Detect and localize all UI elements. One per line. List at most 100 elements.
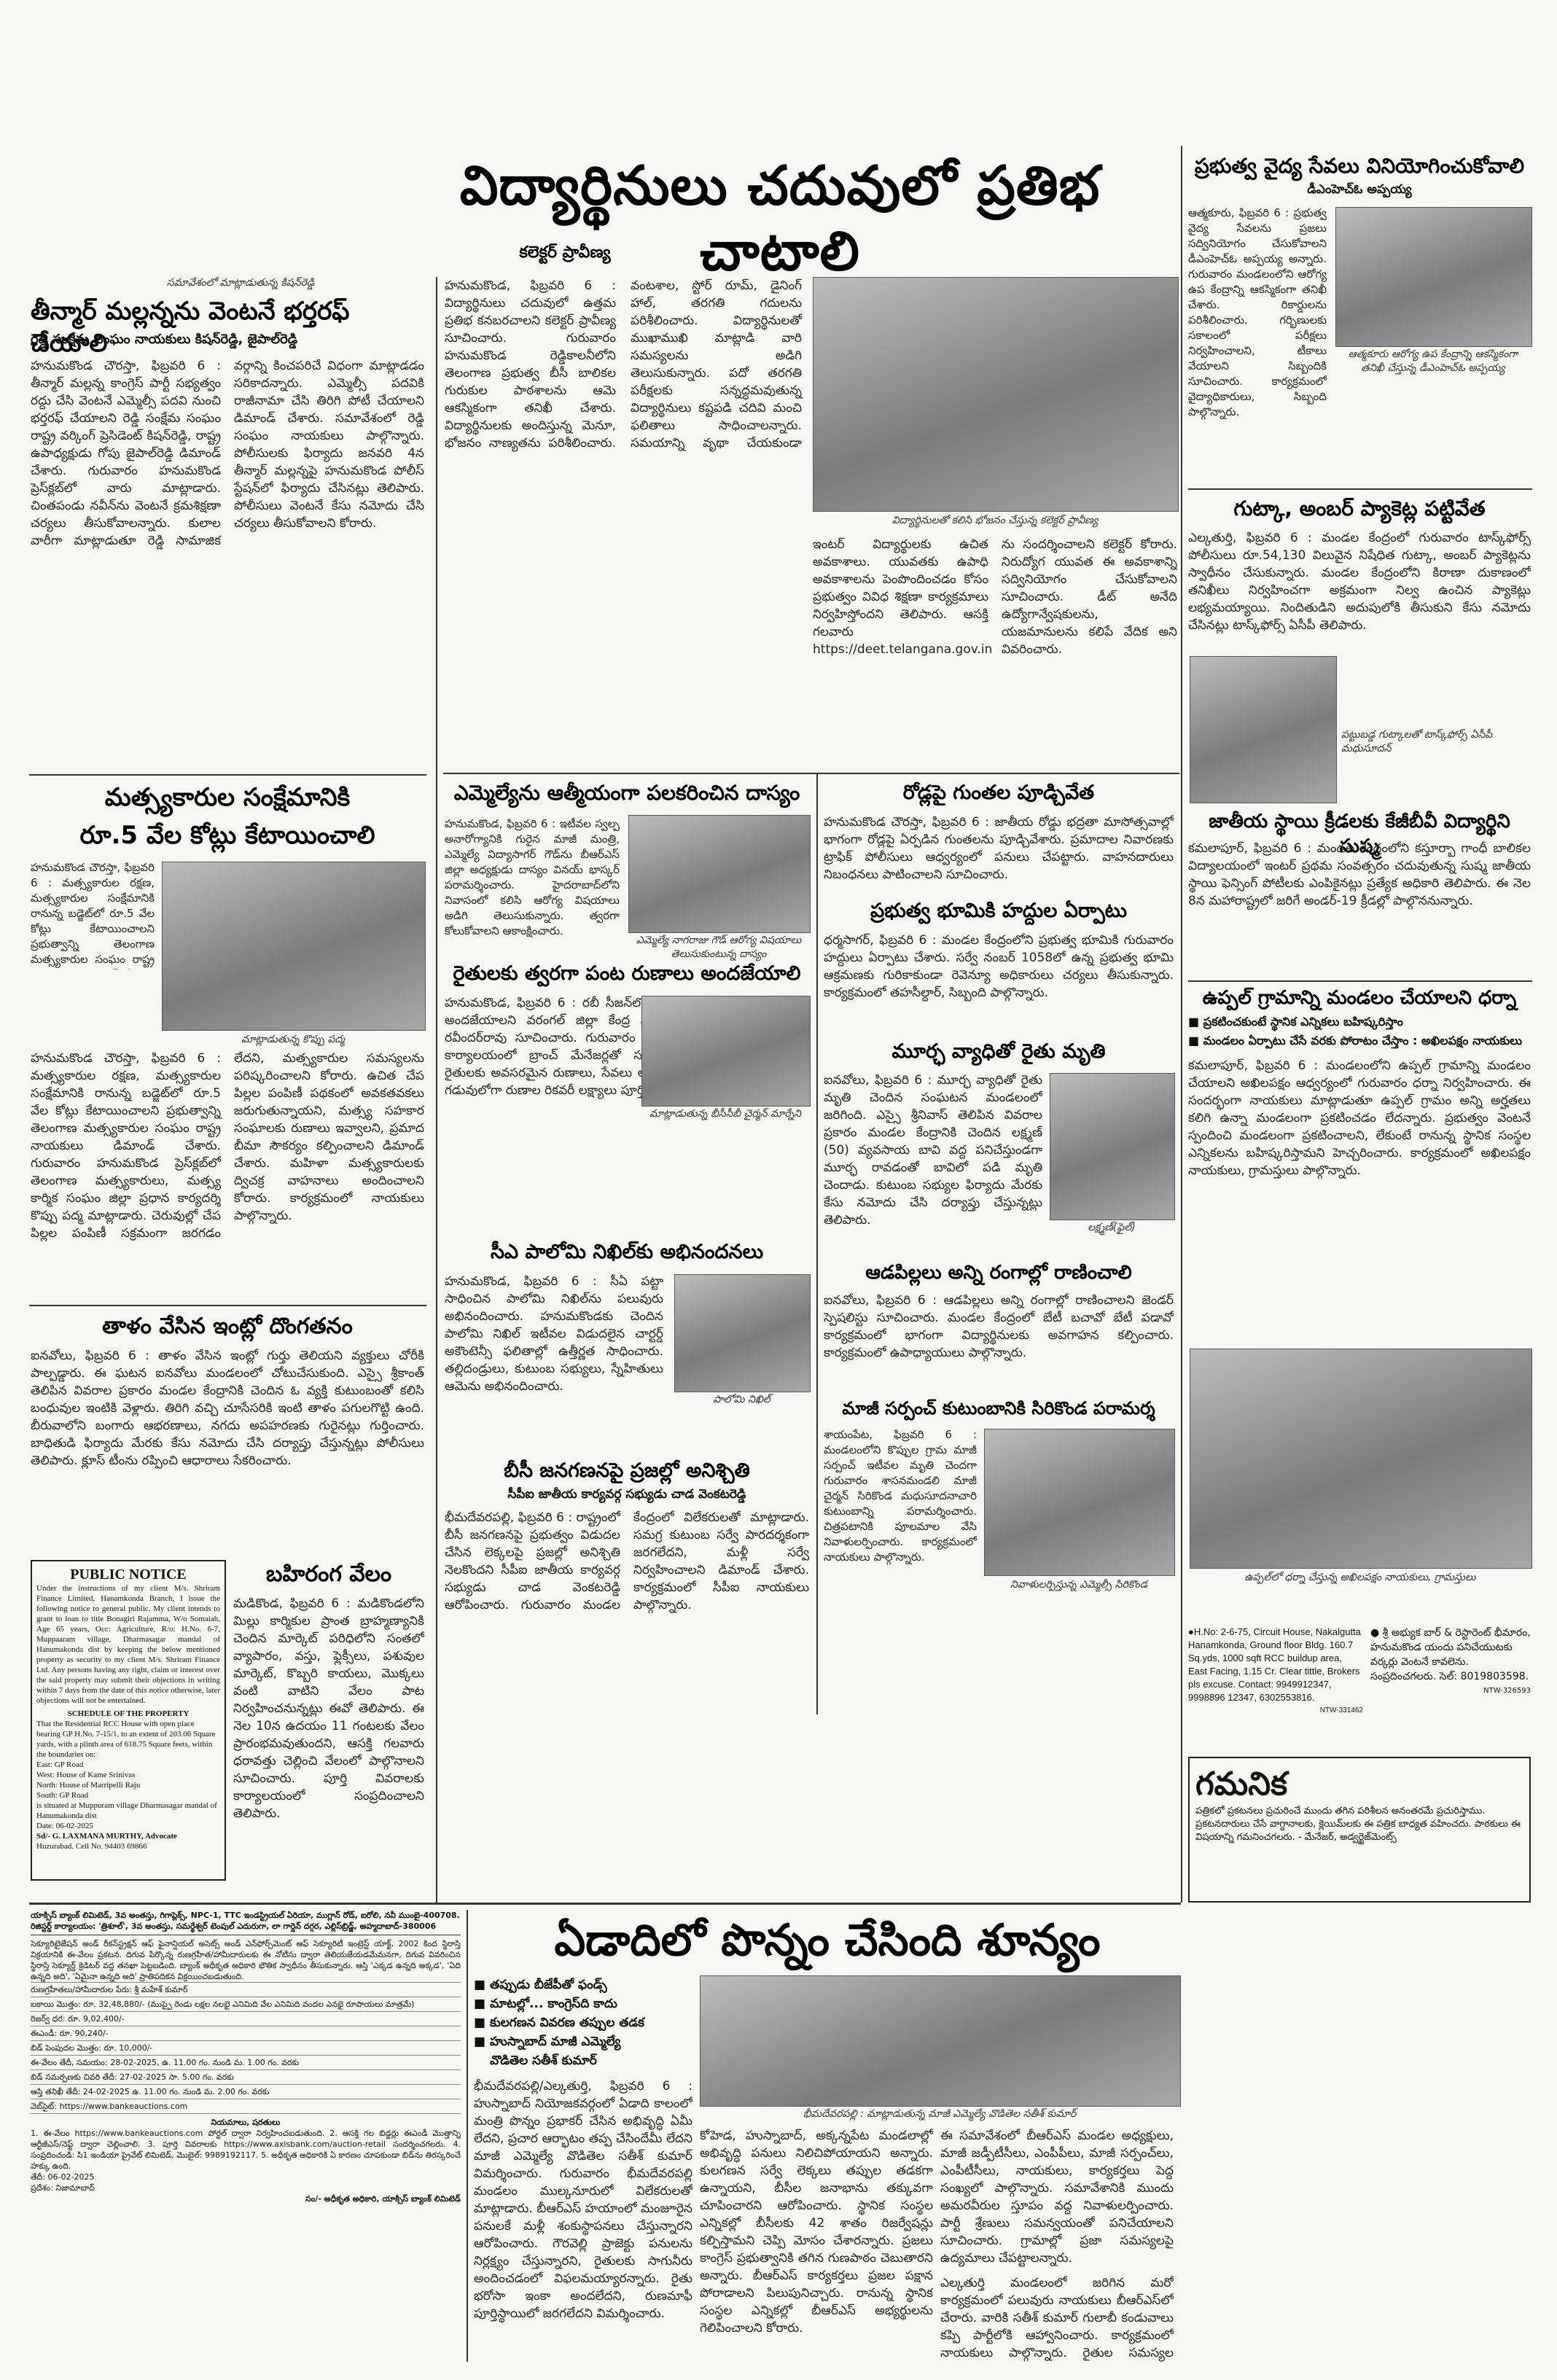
bank-notice-row: ఆస్తి తనిఖీ తేదీ: 24-02-2025 ఉ. 11.00 గం… — [31, 2084, 461, 2099]
girls-sport-body: ఐనవోలు, ఫిబ్రవరి 6 : ఆడపిల్లలు అన్ని రంగ… — [824, 1293, 1174, 1360]
ad-bar-text: ● శ్రీ అభ్యుక బార్ & రెస్టారెంట్ భీమారం,… — [1370, 1627, 1531, 1682]
mla-photo — [628, 815, 811, 933]
health-subhead: డీఎంహెచ్‌ఓ అప్పయ్య — [1307, 182, 1412, 197]
uppal-photo — [1190, 1349, 1532, 1569]
uppal-bullet-1: ప్రకటించకుంటే స్థానిక ఎన్నికలు బహిష్కరిస… — [1188, 1015, 1531, 1031]
divider — [29, 774, 426, 776]
top-left-headline: తీన్మార్ మల్లన్నను వెంటనే భర్తరఫ్ చేయాలి — [31, 297, 350, 358]
ponnam-photo — [700, 1975, 1181, 2107]
bank-notice-terms-title: నియమాలు, షరతులు — [211, 2118, 281, 2127]
palomi-photo — [674, 1274, 811, 1392]
divider — [29, 1305, 426, 1306]
top-left-kicker: సమావేశంలో మాట్లాడుతున్న కిషన్‌రెడ్డి — [166, 277, 315, 289]
column-rule — [467, 1910, 468, 2362]
ponnam-col2: కోహెడ, హుస్నాబాద్, అక్కన్నపేట మండలాల్లో … — [700, 2129, 933, 2336]
gutka-headline: గుట్కా, అంబర్ ప్యాకెట్ల పట్టివేత — [1233, 496, 1486, 520]
uppal-bullet-2: మండలం ఏర్పాటు చేసే వరకు పోరాటం చేస్తాం :… — [1188, 1034, 1531, 1050]
bank-notice-body: సెక్యూరిటైజేషన్ అండ్ రీకన్‌స్ట్రక్షన్ ఆఫ… — [31, 1939, 461, 1981]
roads-headline: రోడ్లపై గుంతల పూడ్చివేత — [902, 781, 1095, 804]
fisher-caption: మాట్లాడుతున్న కొప్పు పద్మ — [241, 1034, 345, 1045]
fisher-body: హనుమకొండ చౌరస్తా, ఫిబ్రవరి 6 : మత్స్యకార… — [31, 1051, 424, 1241]
palomi-body: హనుమకొండ, ఫిబ్రవరి 6 : సీఏ పట్టా సాధించి… — [445, 1274, 663, 1394]
boundary-south: South: GP Road — [36, 1791, 89, 1800]
top-left-body: హనుమకొండ చౌరస్తా, ఫిబ్రవరి 6 : తీన్మార్ … — [31, 359, 424, 548]
public-notice-schedule: That the Residential RCC House with open… — [36, 1720, 216, 1759]
ponnam-bullets: తప్పుడు బీజేపీతో ఫండ్స్ మాటల్లో... కాంగ్… — [474, 1975, 692, 2070]
farmer-body: ఐనవోలు, ఫిబ్రవరి 6 : మూర్ఛ వ్యాధితో రైతు… — [824, 1073, 1042, 1228]
uppal-headline: ఉప్పల్ గ్రామాన్ని మండలం చేయాలని ధర్నా — [1202, 987, 1517, 1009]
divider — [443, 773, 1179, 774]
uppal-body: కమలాపూర్, ఫిబ్రవరి 6 : మండలంలోని ఉప్పల్ … — [1188, 1058, 1531, 1178]
sports-body: కమలాపూర్, ఫిబ్రవరి 6 : మండల కేంద్రంలోని … — [1188, 841, 1531, 908]
fisher-headline-1: మత్స్యకారుల సంక్షేమానికి — [104, 783, 351, 812]
girls-story-body2: ఇంటర్ విద్యార్థులకు ఉచిత అవకాశాలు. యువతక… — [813, 537, 1177, 657]
ad-house-code: NTW-331462 — [1319, 1706, 1363, 1714]
girls-sport-headline: ఆడపిల్లలు అన్ని రంగాల్లో రాణించాలి — [865, 1262, 1132, 1284]
boundary-west: West: House of Kame Srinivas — [36, 1771, 136, 1779]
bank-notice-terms: 1. ఈ-వేలం https://www.bankeauctions.com … — [31, 2129, 461, 2171]
divider — [1188, 488, 1532, 490]
gamanika-title: గమనిక — [1195, 1766, 1288, 1803]
farmer-photo — [1050, 1073, 1175, 1220]
bank-notice-row: ఈఎండీ: రూ. 90,240/- — [31, 2026, 461, 2040]
uppal-caption: ఉప్పల్‌లో ధర్నా చేస్తున్న అఖిలపక్షం నాయక… — [1244, 1572, 1476, 1583]
ponnam-col4: ఎల్కతుర్తి మండలంలో జరిగిన మరో కార్యక్రమం… — [940, 2276, 1174, 2360]
sports-headline: జాతీయ స్థాయి క్రీడలకు కేజీబీవీ విద్యార్థ… — [1209, 811, 1510, 857]
bank-notice-row: బిడ్ పెంపుదల మొత్తం: రూ. 10,000/- — [31, 2040, 461, 2055]
bank-notice-header: యాక్సిస్ బ్యాంక్ లిమిటెడ్, 3వ అంతస్తు, గ… — [31, 1910, 461, 1935]
main-byline: కలెక్టర్ ప్రావీణ్య — [519, 243, 611, 262]
column-rule — [816, 774, 818, 1714]
bank-notice: యాక్సిస్ బ్యాంక్ లిమిటెడ్, 3వ అంతస్తు, గ… — [31, 1910, 461, 2362]
palomi-caption: పాలోమి నిఖిల్ — [713, 1394, 770, 1405]
bank-notice-row: రుణగ్రహీతలు/హామీదారుల పేరు: శ్రీ మహేశ్ క… — [31, 1982, 461, 1997]
ponnam-headline: ఏడాదిలో పొన్నం చేసింది శూన్యం — [554, 1915, 1101, 1966]
ponnam-col3: ఈ సమావేశంలో బీఆర్ఎస్ మండల అధ్యక్షులు, మా… — [940, 2129, 1174, 2266]
bc-subhead: సీపీఐ జాతీయ కార్యవర్గ సభ్యుడు చాడ వెంకటర… — [507, 1487, 746, 1502]
ad-bar: ● శ్రీ అభ్యుక బార్ & రెస్టారెంట్ భీమారం,… — [1370, 1626, 1531, 1749]
bank-notice-row: ఈ-వేలం తేదీ, సమయం: 28-02-2025, ఉ. 11.00 … — [31, 2055, 461, 2069]
ad-bar-code: NTW-326593 — [1483, 1687, 1531, 1695]
public-notice-intro: Under the instructions of my client M/s.… — [36, 1584, 220, 1705]
girls-story-caption: విద్యార్థినులతో కలిసి భోజనం చేస్తున్న కల… — [891, 515, 1099, 526]
bank-notice-row: రిజర్వ్ ధర: రూ. 9,02,400/- — [31, 2011, 461, 2026]
bc-body: భీమదేవరపల్లి, ఫిబ్రవరి 6 : రాష్ట్రంలో బీ… — [445, 1510, 809, 1612]
loans-caption: మాట్లాడుతున్న బీసీసీబీ చైర్మన్ మార్నేని — [649, 1108, 801, 1120]
gutka-photo — [1190, 656, 1337, 803]
section-divider — [29, 1903, 1181, 1905]
ponnam-bullet: తప్పుడు బీజేపీతో ఫండ్స్ — [474, 1975, 692, 1994]
gutka-body: ఎల్కతుర్తి, ఫిబ్రవరి 6 : మండల కేంద్రంలో … — [1188, 531, 1531, 633]
column-rule — [1181, 146, 1182, 1903]
fisher-photo — [162, 862, 426, 1031]
sarpanch-body: శాయంపేట, ఫిబ్రవరి 6 : మండలంలోని కొప్పుల … — [824, 1428, 977, 1564]
public-notice-sign: Sd/- G. LAXMANA MURTHY, Advocate — [36, 1832, 177, 1841]
farmer-headline: మూర్ఛ వ్యాధితో రైతు మృతి — [891, 1040, 1106, 1063]
divider — [1188, 980, 1532, 982]
bank-notice-row: వెబ్‌సైట్: https://www.bankeauctions.com — [31, 2099, 461, 2114]
public-notice: PUBLIC NOTICE Under the instructions of … — [31, 1560, 226, 1881]
public-notice-date: Date: 06-02-2025 — [36, 1822, 93, 1830]
auction-headline: బహిరంగ వేలం — [265, 1561, 392, 1587]
girls-story-photo — [813, 277, 1179, 512]
public-notice-schedule-title: SCHEDULE OF THE PROPERTY — [67, 1709, 190, 1718]
public-notice-title: PUBLIC NOTICE — [70, 1566, 187, 1583]
health-caption: ఆత్మకూరు ఆరోగ్య ఉప కేంద్రాన్ని ఆకస్మికంగ… — [1348, 348, 1518, 374]
mla-headline: ఎమ్మెల్యేను ఆత్మీయంగా పలకరించిన దాస్యం — [453, 781, 800, 805]
bank-notice-date: తేదీ: 06-02-2025 — [31, 2172, 95, 2182]
bank-notice-row: బకాయి మొత్తం: రూ. 32,48,880/- (ముప్పై రె… — [31, 1997, 461, 2011]
farmer-caption: లక్ష్మణ్(ఫైల్) — [1088, 1222, 1136, 1233]
theft-body: ఐనవోలు, ఫిబ్రవరి 6 : తాళం వేసిన ఇంట్లో గ… — [31, 1349, 424, 1468]
land-headline: ప్రభుత్వ భూమికి హద్దుల ఏర్పాటు — [870, 900, 1127, 922]
ad-house-text: ●H.No: 2-6-75, Circuit House, Nakalgutta… — [1188, 1626, 1361, 1703]
bank-notice-sign: సం/- అధీకృత అధికారి, యాక్సిస్ బ్యాంక్ లి… — [305, 2194, 461, 2204]
sarpanch-photo — [984, 1429, 1175, 1576]
loans-photo — [641, 996, 811, 1107]
gamanika-text: పత్రికలో ప్రకటనలు ప్రచురించే ముందు తగిన … — [1195, 1806, 1521, 1843]
mla-caption: ఎమ్మెల్యే నాగరాజు గౌడ్ ఆరోగ్య విషయాలు తె… — [636, 935, 802, 960]
public-notice-address: Huzurabad. Cell No. 94403 69866 — [36, 1842, 147, 1851]
column-rule — [436, 277, 437, 1903]
sarpanch-caption: నివాళులర్పిస్తున్న ఎమ్మెల్సీ సిరికొండ — [1010, 1579, 1148, 1591]
ponnam-bullet: వొడితెల సతీశ్ కుమార్ — [490, 2053, 597, 2068]
ponnam-bullet: మాటల్లో... కాంగ్రెస్‌ది కాదు — [474, 1994, 692, 2013]
boundary-north: North: House of Marripelli Raju — [36, 1781, 141, 1790]
fisher-body-left: హనుమకొండ చౌరస్తా, ఫిబ్రవరి 6 : మత్స్యకార… — [31, 861, 155, 969]
